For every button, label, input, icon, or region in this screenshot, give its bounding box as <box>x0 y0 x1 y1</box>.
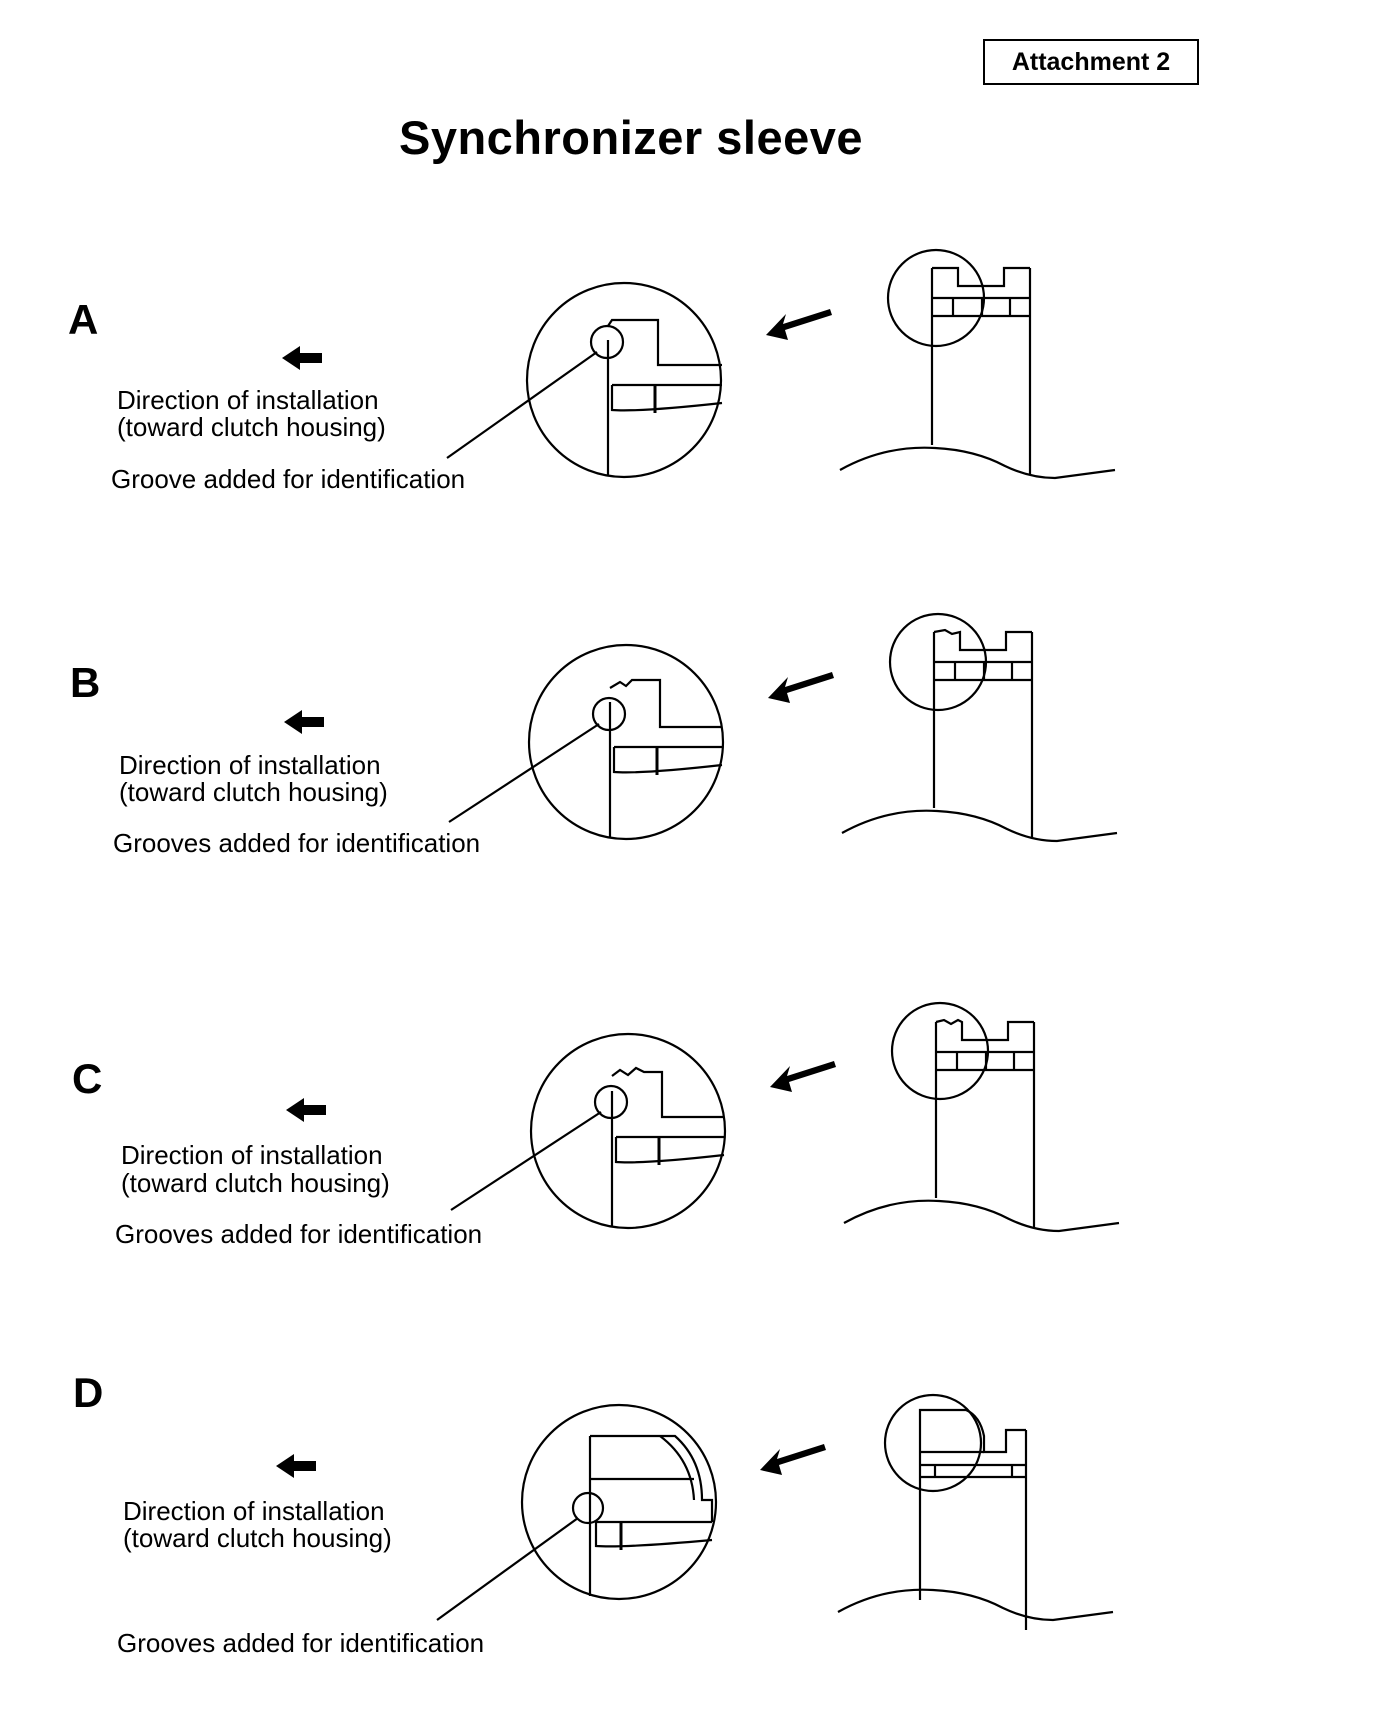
section-d-install-arrow <box>758 1442 828 1477</box>
section-c-groove-label: Grooves added for identification <box>115 1219 483 1249</box>
section-b-direction-line2: (toward clutch housing) <box>119 777 388 807</box>
section-a-detail-circle <box>446 281 723 479</box>
section-c-direction-arrow <box>284 1096 328 1124</box>
attachment-label: Attachment 2 <box>983 39 1199 85</box>
page-title: Synchronizer sleeve <box>398 111 864 164</box>
section-a-groove-label: Groove added for identification <box>111 464 466 494</box>
section-c-letter: C <box>72 1055 103 1102</box>
section-b-detail-circle <box>448 643 725 841</box>
section-d-letter: D <box>73 1369 104 1416</box>
section-a-direction-arrow <box>280 344 324 372</box>
section-a-sleeve-drawing <box>839 248 1116 480</box>
section-d-groove-label: Grooves added for identification <box>117 1628 485 1658</box>
section-c-direction-line2: (toward clutch housing) <box>121 1168 390 1198</box>
section-a-direction-line2: (toward clutch housing) <box>117 412 386 442</box>
section-d-direction-arrow <box>274 1452 318 1480</box>
section-b-groove-label: Grooves added for identification <box>113 828 481 858</box>
section-d-sleeve-drawing <box>837 1393 1114 1630</box>
section-d-direction-line1: Direction of installation <box>123 1496 385 1526</box>
section-d-direction-line2: (toward clutch housing) <box>123 1523 392 1553</box>
section-c-direction-line1: Direction of installation <box>121 1140 383 1170</box>
section-a-direction-line1: Direction of installation <box>117 385 379 415</box>
section-b-letter: B <box>70 659 101 706</box>
section-c-sleeve-drawing <box>843 1001 1120 1233</box>
section-b-direction-arrow <box>282 708 326 736</box>
section-c-detail-circle <box>450 1032 727 1230</box>
section-a-letter: A <box>68 296 99 343</box>
section-d-detail-circle <box>436 1403 718 1621</box>
section-b-direction-line1: Direction of installation <box>119 750 381 780</box>
section-a-install-arrow <box>764 307 834 342</box>
section-b-sleeve-drawing <box>841 612 1118 843</box>
section-b-install-arrow <box>766 670 836 705</box>
section-c-install-arrow <box>768 1059 838 1094</box>
